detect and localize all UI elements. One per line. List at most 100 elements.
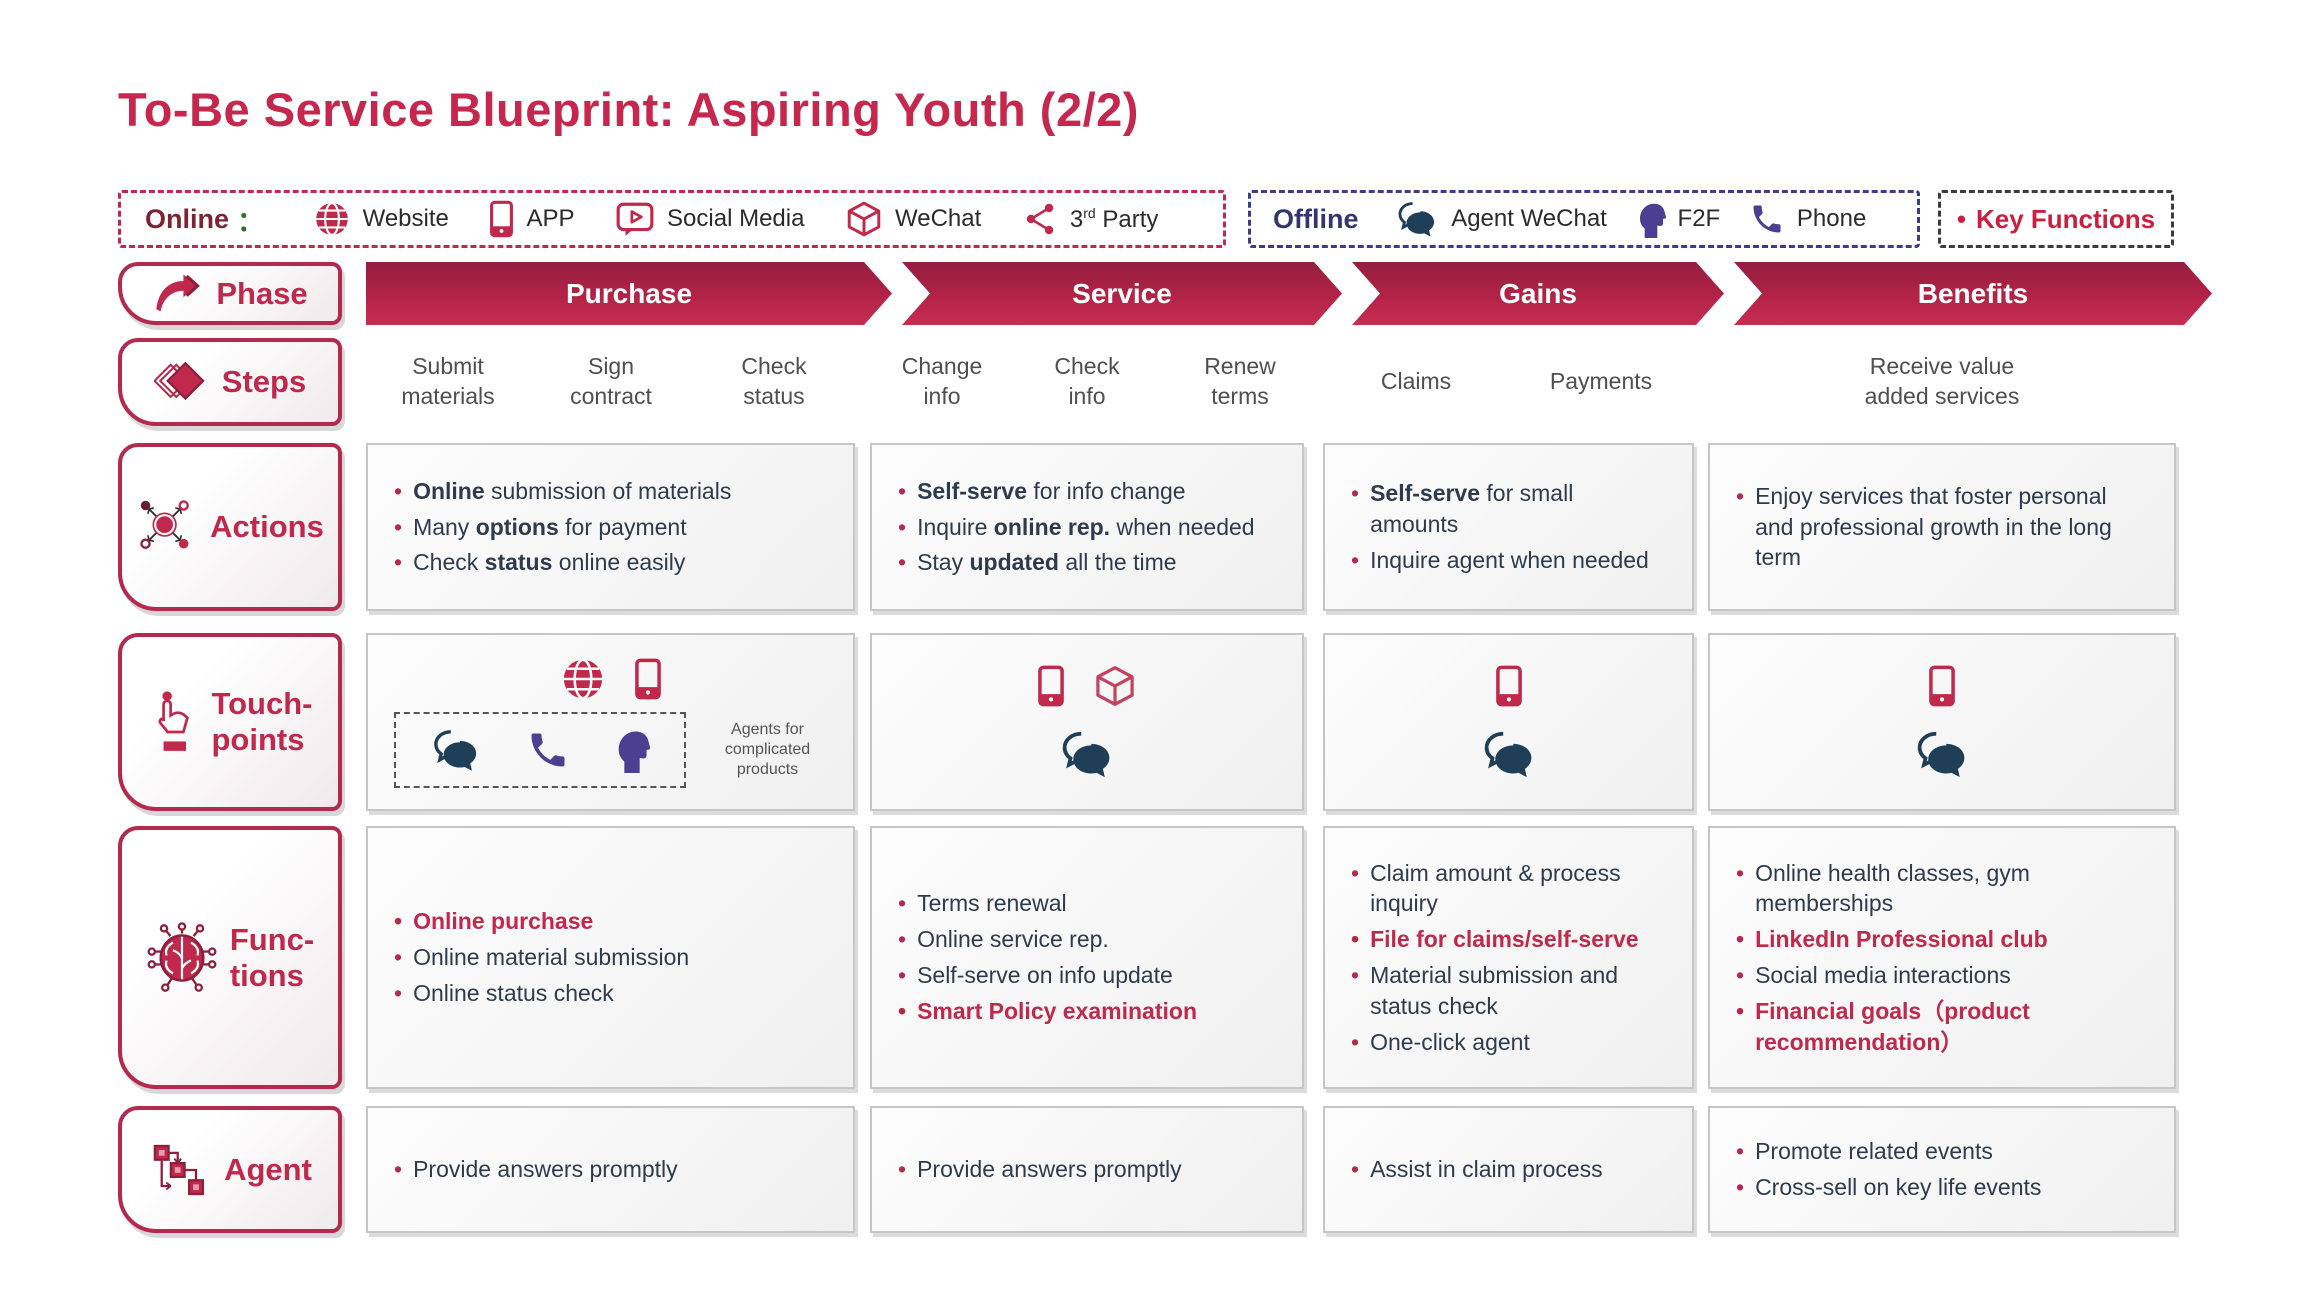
share-icon [1022, 200, 1058, 238]
bullet-item: •Check status online easily [394, 549, 686, 576]
step-label: Payments [1549, 368, 1653, 395]
step-label: Check status [741, 353, 807, 409]
actions-service-cell: •Self-serve for info change •Inquire onli… [870, 443, 1304, 611]
bullet-item: •Cross-sell on key life events [1736, 1174, 2042, 1200]
phase-row-label: Phase [118, 262, 342, 325]
step-label: Change info [901, 353, 983, 409]
phase-purchase: Purchase [366, 262, 892, 325]
app-icon [1928, 664, 1956, 708]
bullet-item: •Enjoy services that foster personal and… [1736, 482, 2112, 571]
functions-row-label: Func- tions [118, 826, 342, 1089]
legend-online: Online： Website APP Social Media [118, 190, 1226, 248]
app-icon [634, 657, 662, 701]
actions-row-label-text: Actions [210, 509, 324, 545]
offline-items: Agent WeChat F2F Phone [1367, 199, 1896, 239]
wechat-cube-icon [845, 200, 883, 238]
phase-gains: Gains [1352, 262, 1724, 325]
touchpoints-row-label-text: Touch- points [211, 686, 313, 757]
actions-row: Actions •Online submission of materials •… [0, 443, 2310, 611]
touchpoints-row: Touch- points [0, 633, 2310, 811]
actions-row-label: Actions [118, 443, 342, 611]
f2f-icon [614, 727, 650, 774]
bullet-item: •Self-serve on info update [898, 962, 1173, 988]
agent-service-cell: •Provide answers promptly [870, 1106, 1304, 1233]
flowchart-icon [148, 1142, 212, 1198]
online-label: Online [145, 203, 230, 234]
bullet-item: •File for claims/self-serve [1351, 926, 1639, 953]
step-label: Renew terms [1204, 353, 1276, 409]
bullet-list: •Self-serve for small amounts•Inquire ag… [1351, 473, 1666, 580]
phase-row-label-text: Phase [216, 275, 308, 311]
bullet-item: •Online service rep. [898, 926, 1109, 953]
bullet-item: •Terms renewal [898, 890, 1067, 917]
steps-row-label: Steps [118, 338, 342, 426]
bullet-item: •Many options for payment [394, 513, 687, 540]
bullet-item: •Assist in claim process [1351, 1156, 1603, 1183]
wechat-cube-icon [1093, 664, 1137, 708]
online-items: Website APP Social Media WeChat [272, 200, 1199, 238]
phase-arrow-icon [152, 272, 204, 316]
bullet-list: •Enjoy services that foster personal and… [1736, 476, 2148, 578]
offline-label: Offline [1273, 203, 1359, 234]
bullet-list: •Provide answers promptly [898, 1149, 1182, 1190]
legend-item-agent-wechat: Agent WeChat [1395, 199, 1607, 239]
touchpoints-benefits-online [1928, 664, 1956, 708]
bullet-list: •Terms renewal •Online service rep. •Self-… [898, 883, 1197, 1031]
page-title: To-Be Service Blueprint: Aspiring Youth … [118, 83, 1139, 136]
bullet-item: •Provide answers promptly [898, 1156, 1182, 1183]
steps-row: Steps Submit materials Sign contract Che… [0, 338, 2310, 426]
legend-item-phone: Phone [1749, 201, 1866, 237]
bullet-list: •Self-serve for info change •Inquire onli… [898, 471, 1255, 583]
agent-row-label-text: Agent [224, 1151, 312, 1187]
agent-row: Agent •Provide answers promptly •Provide… [0, 1106, 2310, 1233]
phase-benefits: Benefits [1734, 262, 2212, 325]
legend-item-label: 3rd Party [1069, 204, 1159, 233]
functions-purchase-cell: •Online purchase•Online material submiss… [366, 826, 855, 1089]
app-icon [1037, 664, 1065, 708]
online-colon: ： [237, 206, 265, 237]
touchpoints-service-offline [1058, 728, 1116, 780]
bullet-item: •Social media interactions [1736, 962, 2011, 988]
agent-wechat-icon [1058, 728, 1116, 780]
step-label: Claims [1380, 368, 1452, 395]
bullet-item: •Online submission of materials [394, 477, 732, 504]
legend-item-label: Social Media [667, 205, 805, 232]
bullet-item: •Material submission and status check [1351, 962, 1619, 1019]
bullet-item: •Inquire online rep. when needed [898, 513, 1255, 540]
actions-gains-cell: •Self-serve for small amounts•Inquire ag… [1323, 443, 1694, 611]
touchpoints-gains-offline [1480, 728, 1538, 780]
functions-row: Func- tions •Online purchase•Online mate… [0, 826, 2310, 1089]
bullet-item: •Smart Policy examination [898, 997, 1197, 1024]
bullet-item: •Self-serve for info change [898, 477, 1186, 504]
steps-diamonds-icon [152, 357, 210, 407]
agent-row-label: Agent [118, 1106, 342, 1233]
legend-item-wechat: WeChat [845, 200, 981, 238]
bullet-list: •Assist in claim process [1351, 1149, 1603, 1190]
key-functions-bullet: • [1956, 203, 1966, 234]
touchpoints-benefits-cell [1708, 633, 2176, 811]
legend-item-label: Website [362, 205, 449, 232]
brain-circuit-icon [146, 921, 218, 994]
bullet-item: •Claim amount & process inquiry [1351, 859, 1621, 917]
bullet-item: •Online purchase [394, 908, 594, 935]
functions-benefits-cell: •Online health classes, gym memberships •… [1708, 826, 2176, 1089]
bullet-item: •Inquire agent when needed [1351, 546, 1649, 573]
agent-wechat-icon [1480, 728, 1538, 780]
globe-icon [313, 200, 351, 238]
bullet-item: •Online health classes, gym memberships [1736, 859, 2030, 917]
actions-benefits-cell: •Enjoy services that foster personal and… [1708, 443, 2176, 611]
agent-wechat-icon [1913, 728, 1971, 780]
touch-hand-icon [147, 689, 199, 755]
bullet-item: •LinkedIn Professional club [1736, 926, 2048, 953]
bullet-item: •Promote related events [1736, 1138, 1993, 1165]
app-icon [489, 200, 514, 238]
key-functions-label: Key Functions [1975, 203, 2156, 234]
bullet-item: •Provide answers promptly [394, 1156, 678, 1183]
touchpoints-gains-online [1495, 664, 1523, 708]
step-label: Receive value added services [1864, 353, 2020, 409]
legend-item-social-media: Social Media [615, 200, 804, 238]
functions-gains-cell: •Claim amount & process inquiry •File for… [1323, 826, 1694, 1089]
bullet-list: •Provide answers promptly [394, 1149, 678, 1190]
bullet-item: •Online status check [394, 979, 614, 1006]
step-label: Check info [1054, 353, 1120, 409]
